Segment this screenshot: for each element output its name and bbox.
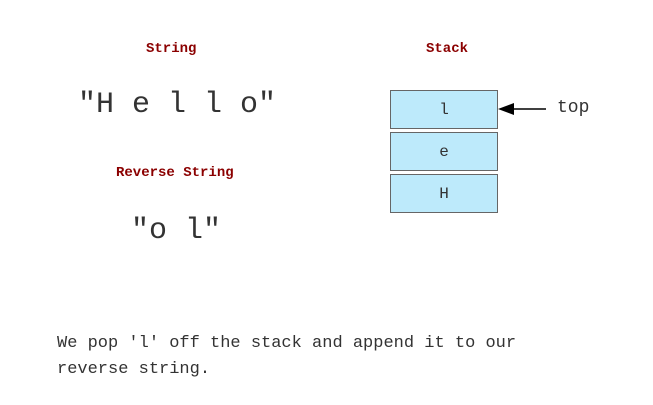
reverse-string: "o l": [131, 214, 222, 248]
stack-cell-top: l: [390, 90, 498, 129]
caption: We pop 'l' off the stack and append it t…: [57, 334, 517, 379]
string-heading: String: [146, 41, 197, 57]
stack: l e H: [390, 90, 498, 216]
top-arrow-icon: [498, 103, 546, 115]
stack-cell-middle: e: [390, 132, 498, 171]
stack-cell-bottom: H: [390, 174, 498, 213]
original-string: "H e l l o": [78, 88, 277, 122]
stack-heading: Stack: [426, 41, 469, 57]
top-label: top: [557, 98, 590, 118]
reverse-string-heading: Reverse String: [116, 165, 234, 181]
